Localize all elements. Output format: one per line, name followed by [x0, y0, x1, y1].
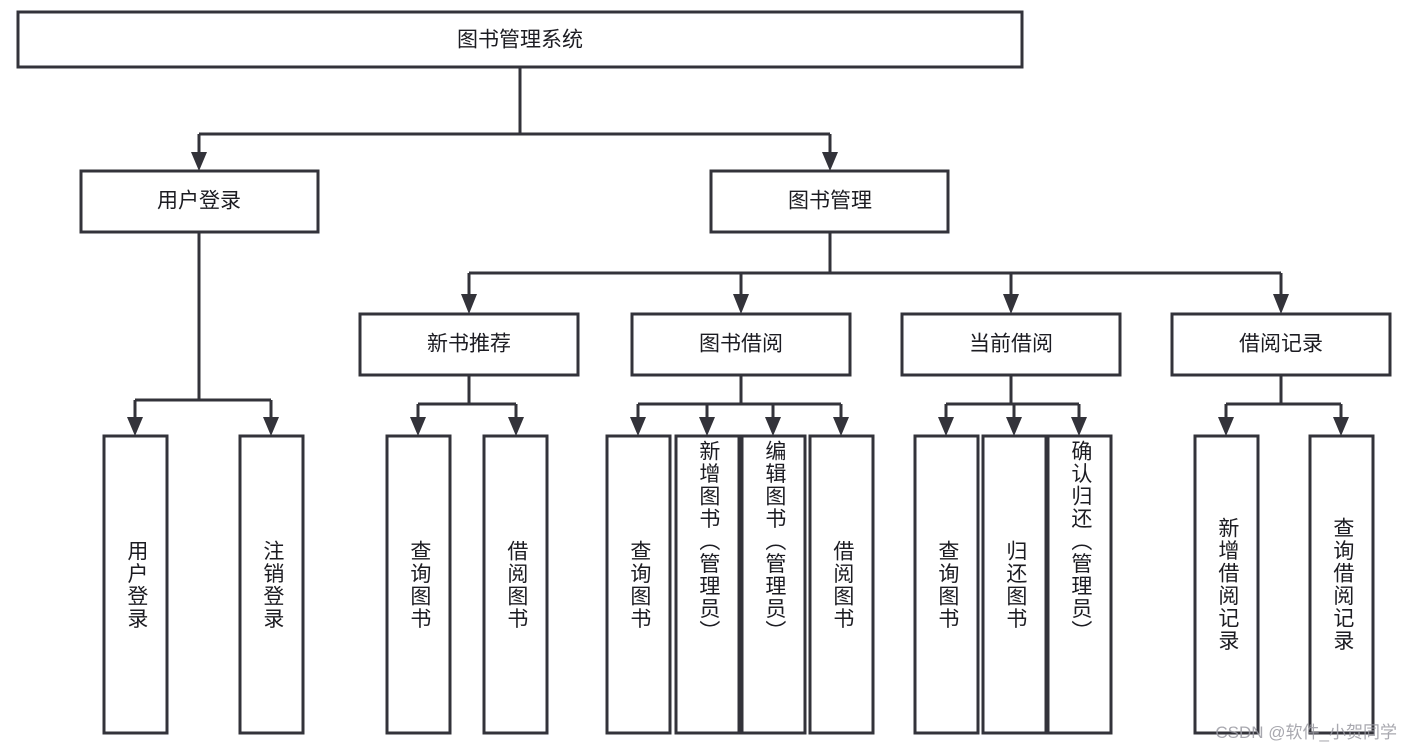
user-login-box[interactable] — [79, 169, 320, 234]
book-borrow-box[interactable] — [630, 312, 852, 377]
leaf-user-login-box[interactable] — [102, 434, 169, 735]
arrow-newbook-leaf-1 — [410, 417, 426, 436]
book-borrow-label: 图书借阅 — [699, 333, 783, 356]
arrow-bookmanage-newbook — [461, 294, 477, 314]
new-book-recommend-label: 新书推荐 — [427, 333, 511, 356]
leaf-edit-book-box[interactable] — [740, 434, 807, 735]
book-manage-box[interactable] — [709, 169, 950, 234]
new-book-recommend-box[interactable] — [358, 312, 580, 377]
user-login-label: 用户登录 — [157, 190, 241, 213]
leaf-logout-login-box[interactable] — [238, 434, 305, 735]
arrow-bookmanage-current — [1003, 294, 1019, 314]
arrow-bookborrow-leaf-2 — [699, 417, 715, 436]
leaf-borrow-book-1-box[interactable] — [482, 434, 549, 735]
arrow-bookborrow-leaf-1 — [630, 417, 646, 436]
leaf-query-book-2-box[interactable] — [605, 434, 672, 735]
leaf-confirm-return-box[interactable] — [1046, 434, 1113, 735]
arrow-newbook-leaf-2 — [508, 417, 524, 436]
root-label: 图书管理系统 — [457, 29, 583, 52]
node-book-borrow[interactable]: 图书借阅 — [630, 312, 852, 377]
current-borrow-box[interactable] — [900, 312, 1122, 377]
arrow-borrowrecord-leaf-2 — [1333, 417, 1349, 436]
node-user-login[interactable]: 用户登录 — [79, 169, 320, 234]
arrow-userlogin-leaf-1 — [127, 417, 143, 436]
borrow-record-label: 借阅记录 — [1239, 333, 1323, 356]
node-new-book-recommend[interactable]: 新书推荐 — [358, 312, 580, 377]
arrow-bookmanage-borrow — [733, 294, 749, 314]
arrow-userlogin-leaf-2 — [263, 417, 279, 436]
leaf-query-book-1-box[interactable] — [385, 434, 452, 735]
leaf-borrow-book-2-box[interactable] — [808, 434, 875, 735]
node-book-manage[interactable]: 图书管理 — [709, 169, 950, 234]
arrow-root-book-manage — [822, 152, 838, 171]
leaf-query-record-box[interactable] — [1308, 434, 1375, 735]
arrow-bookmanage-record — [1273, 294, 1289, 314]
arrow-currentborrow-leaf-1 — [938, 417, 954, 436]
connectors — [127, 67, 1349, 436]
book-manage-label: 图书管理 — [788, 190, 872, 213]
node-current-borrow[interactable]: 当前借阅 — [900, 312, 1122, 377]
leaf-boxes — [102, 434, 1375, 735]
arrow-root-user-login — [191, 152, 207, 171]
node-root[interactable]: 图书管理系统 — [16, 10, 1024, 69]
leaf-return-book-box[interactable] — [981, 434, 1048, 735]
leaf-add-book-box[interactable] — [674, 434, 741, 735]
arrow-bookborrow-leaf-3 — [765, 417, 781, 436]
arrow-borrowrecord-leaf-1 — [1218, 417, 1234, 436]
arrow-currentborrow-leaf-2 — [1006, 417, 1022, 436]
borrow-record-box[interactable] — [1170, 312, 1392, 377]
current-borrow-label: 当前借阅 — [969, 333, 1053, 356]
root-box[interactable] — [16, 10, 1024, 69]
arrow-bookborrow-leaf-4 — [833, 417, 849, 436]
node-borrow-record[interactable]: 借阅记录 — [1170, 312, 1392, 377]
csdn-watermark: CSDN @软件_小贺同学 — [1215, 723, 1397, 742]
arrow-currentborrow-leaf-3 — [1071, 417, 1087, 436]
leaf-add-record-box[interactable] — [1193, 434, 1260, 735]
leaf-query-book-3-box[interactable] — [913, 434, 980, 735]
